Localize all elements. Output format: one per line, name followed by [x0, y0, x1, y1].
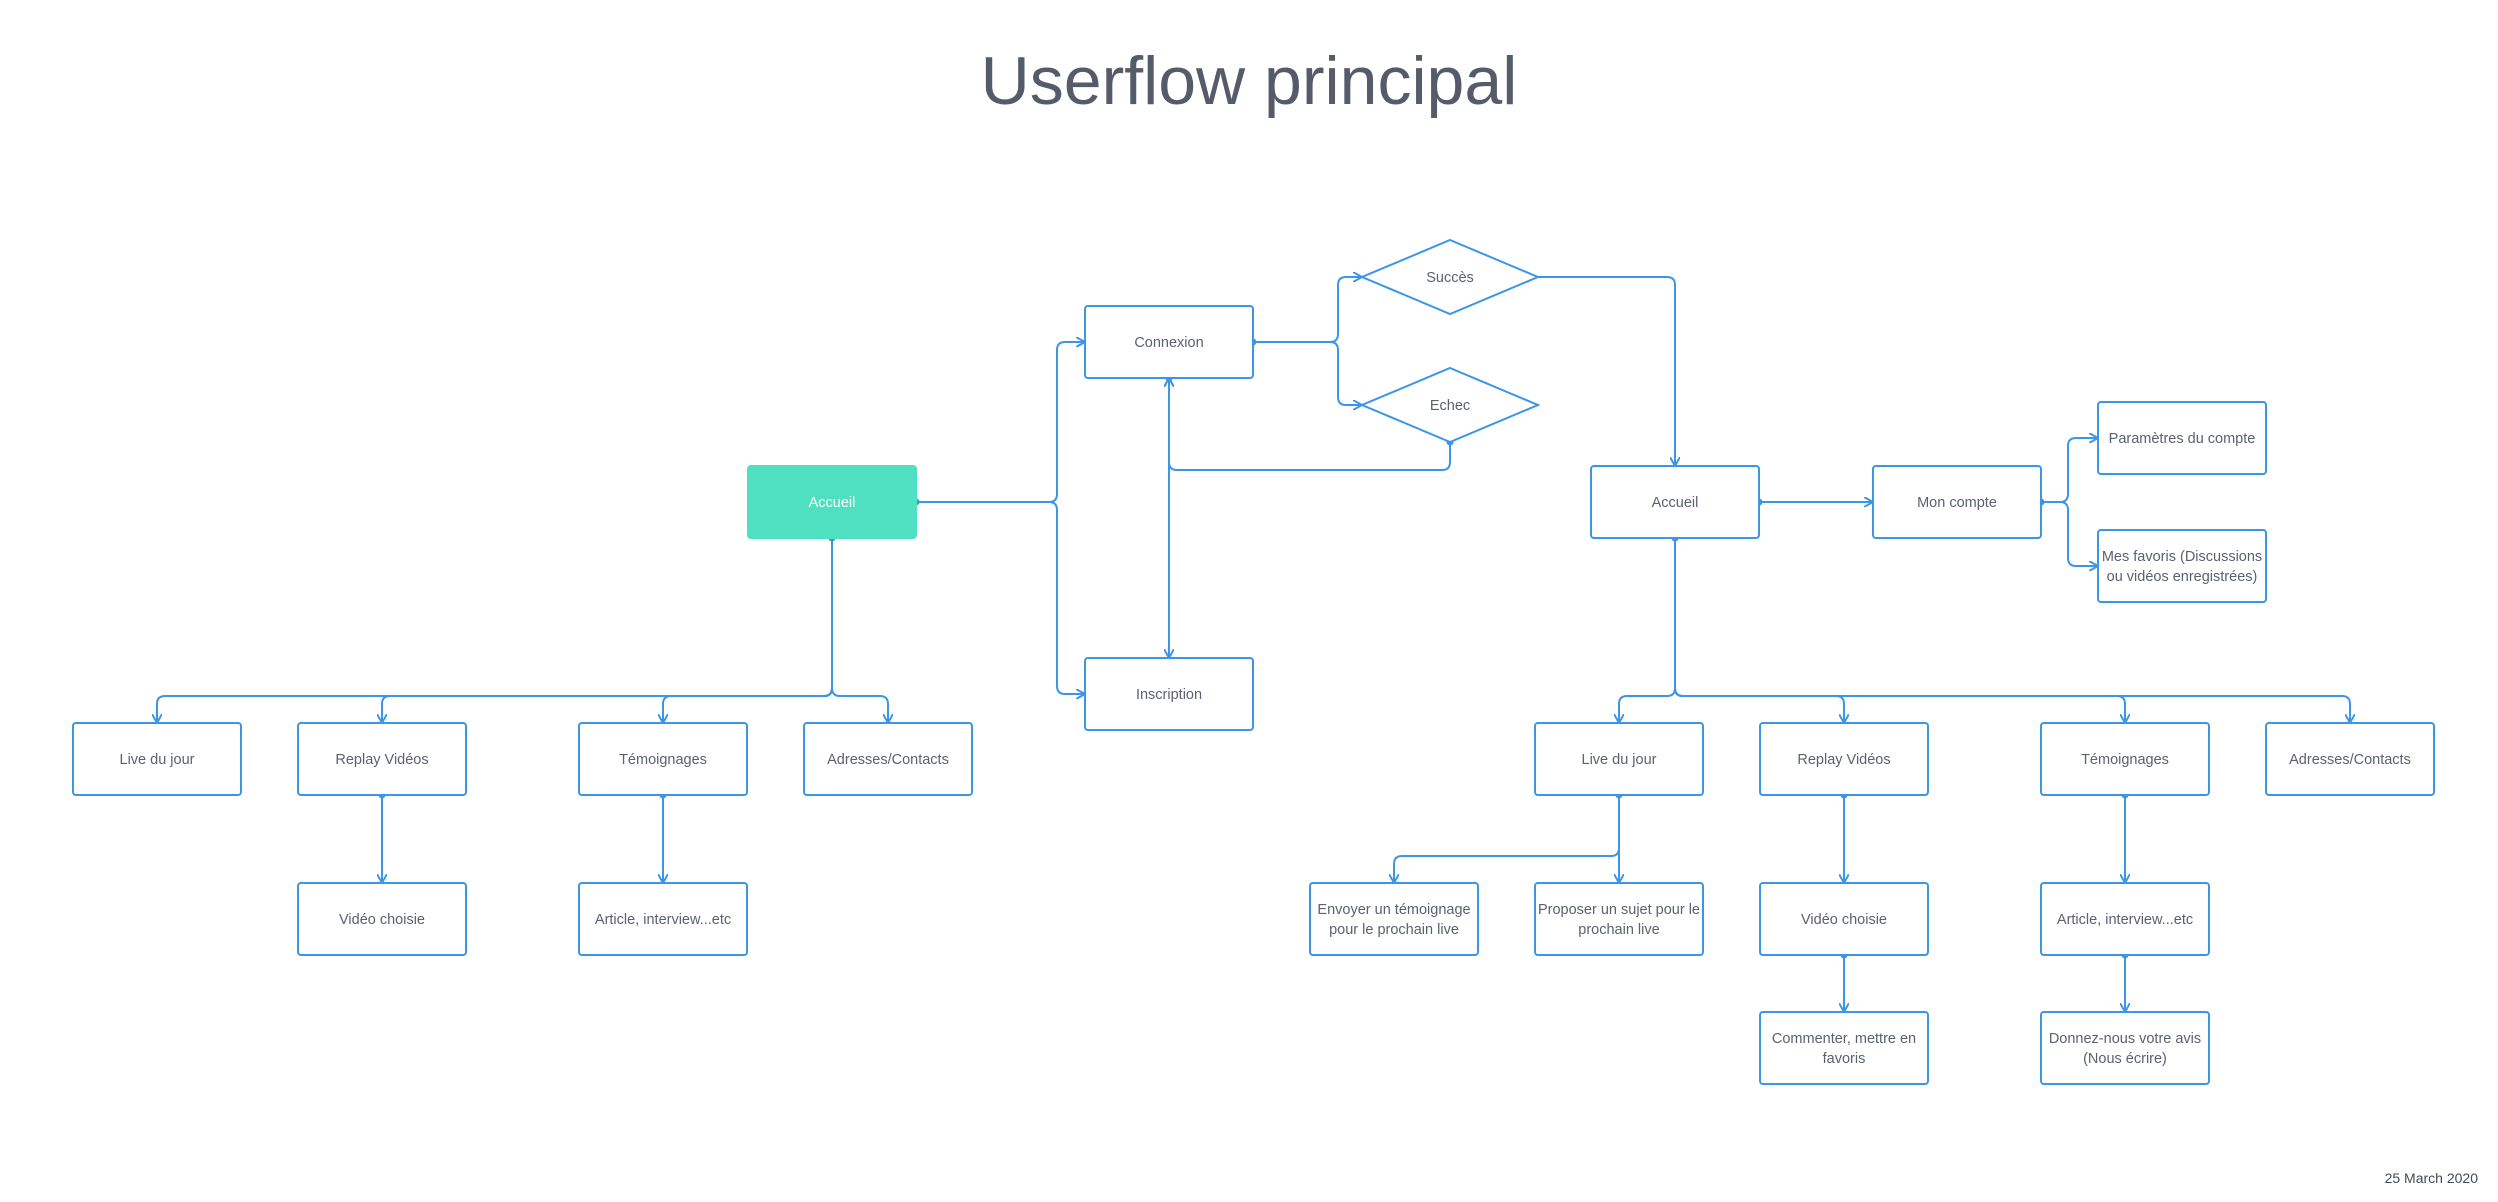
node-label: Echec [1430, 398, 1470, 414]
node-box [297, 722, 467, 796]
edge-accueil-l-adresses [831, 538, 888, 723]
node-label: Connexion [1134, 335, 1203, 351]
node-label: Succès [1426, 270, 1474, 286]
node-label: Proposer un sujet pour le [1538, 902, 1700, 918]
node-label: Vidéo choisie [339, 912, 425, 928]
node-connexion: Connexion [1084, 305, 1254, 379]
node-box [2040, 1011, 2210, 1085]
node-label: ou vidéos enregistrées) [2107, 569, 2258, 585]
node-box [2097, 401, 2267, 475]
node-label: Replay Vidéos [1797, 752, 1890, 768]
edge-accueil-inscription [916, 501, 1085, 694]
node-label: prochain live [1578, 922, 1659, 938]
node-r-envoyer: Envoyer un témoignage pour le prochain li… [1309, 882, 1479, 956]
node-label: Article, interview...etc [2057, 912, 2193, 928]
node-label: Paramètres du compte [2109, 431, 2256, 447]
diagram-title: Userflow principal [980, 43, 1518, 119]
node-label: pour le prochain live [1329, 922, 1459, 938]
node-box [1759, 722, 1929, 796]
node-label: Mon compte [1917, 495, 1997, 511]
node-label: Commenter, mettre en [1772, 1031, 1916, 1047]
node-l-article: Article, interview...etc [578, 882, 748, 956]
node-r-video: Vidéo choisie [1759, 882, 1929, 956]
node-label: Adresses/Contacts [2289, 752, 2411, 768]
node-box [803, 722, 973, 796]
node-box [1084, 657, 1254, 731]
node-accueil-right: Accueil [1590, 465, 1760, 539]
node-box [578, 882, 748, 956]
node-box [1534, 722, 1704, 796]
node-box [1872, 465, 2042, 539]
node-label: Live du jour [120, 752, 195, 768]
node-label: Mes favoris (Discussions [2102, 549, 2262, 565]
node-r-adresses: Adresses/Contacts [2265, 722, 2435, 796]
edge-r-live-envoyer [1394, 795, 1620, 883]
node-l-live: Live du jour [72, 722, 242, 796]
edge-connexion-echec [1253, 341, 1362, 405]
node-box [1309, 882, 1479, 956]
node-r-commenter: Commenter, mettre en favoris [1759, 1011, 1929, 1085]
node-inscription: Inscription [1084, 657, 1254, 731]
node-parametres: Paramètres du compte [2097, 401, 2267, 475]
edge-moncompte-favoris [2041, 501, 2098, 566]
edge-moncompte-parametres [2041, 438, 2098, 503]
node-box [2265, 722, 2435, 796]
node-mon-compte: Mon compte [1872, 465, 2042, 539]
node-box [297, 882, 467, 956]
node-l-adresses: Adresses/Contacts [803, 722, 973, 796]
node-box [1534, 882, 1704, 956]
node-label: (Nous écrire) [2083, 1051, 2167, 1067]
node-label: Replay Vidéos [335, 752, 428, 768]
node-accueil-left: Accueil [747, 465, 917, 539]
node-label: favoris [1823, 1051, 1866, 1067]
node-box [1590, 465, 1760, 539]
node-r-article: Article, interview...etc [2040, 882, 2210, 956]
node-label: Adresses/Contacts [827, 752, 949, 768]
node-box [2040, 882, 2210, 956]
edge-accueil-r-live [1619, 538, 1676, 723]
node-box [578, 722, 748, 796]
decision-diamond [1359, 366, 1541, 444]
node-box [1759, 1011, 1929, 1085]
node-r-donnez: Donnez-nous votre avis (Nous écrire) [2040, 1011, 2210, 1085]
edge-succes-accueil [1538, 276, 1675, 466]
node-label: Témoignages [619, 752, 707, 768]
edges [157, 277, 2350, 1012]
node-r-proposer: Proposer un sujet pour le prochain live [1534, 882, 1704, 956]
edge-accueil-connexion [916, 342, 1085, 503]
node-box [747, 465, 917, 539]
node-label: Live du jour [1582, 752, 1657, 768]
node-l-temoignages: Témoignages [578, 722, 748, 796]
node-box [2040, 722, 2210, 796]
node-label: Accueil [1652, 495, 1699, 511]
node-box [1084, 305, 1254, 379]
node-label: Envoyer un témoignage [1317, 902, 1470, 918]
node-r-temoignages: Témoignages [2040, 722, 2210, 796]
node-r-replay: Replay Vidéos [1759, 722, 1929, 796]
node-succes: Succès [1359, 238, 1541, 316]
node-favoris: Mes favoris (Discussions ou vidéos enregi… [2097, 529, 2267, 603]
node-echec: Echec [1359, 366, 1541, 444]
node-box [1759, 882, 1929, 956]
node-label: Article, interview...etc [595, 912, 731, 928]
node-label: Inscription [1136, 687, 1202, 703]
node-l-replay: Replay Vidéos [297, 722, 467, 796]
node-r-live: Live du jour [1534, 722, 1704, 796]
edge-accueil-r-adresses [1674, 538, 2350, 723]
node-box [72, 722, 242, 796]
decision-diamond [1359, 238, 1541, 316]
edge-connexion-succes [1253, 277, 1362, 343]
edge-accueil-l-temoignages [663, 538, 833, 723]
node-l-video: Vidéo choisie [297, 882, 467, 956]
node-label: Témoignages [2081, 752, 2169, 768]
node-label: Accueil [809, 495, 856, 511]
node-label: Donnez-nous votre avis [2049, 1031, 2201, 1047]
diagram-date: 25 March 2020 [2384, 1170, 2478, 1186]
node-box [2097, 529, 2267, 603]
node-label: Vidéo choisie [1801, 912, 1887, 928]
